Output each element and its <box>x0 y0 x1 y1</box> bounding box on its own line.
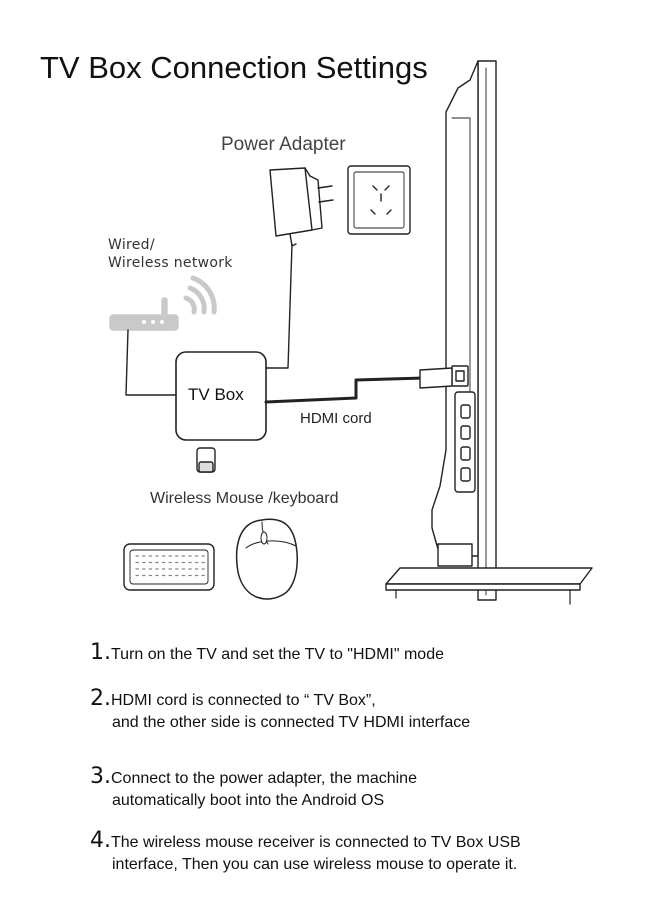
router-icon <box>109 297 179 331</box>
step-2: 2.HDMI cord is connected to “ TV Box”, a… <box>90 686 470 732</box>
step-text: Connect to the power adapter, the machin… <box>111 770 417 787</box>
step-4: 4.The wireless mouse receiver is connect… <box>90 828 521 874</box>
step-text-continuation: and the other side is connected TV HDMI … <box>112 714 471 731</box>
keyboard-icon <box>123 543 215 591</box>
hdmi-plug <box>419 367 453 389</box>
power-adapter-label: Power Adapter <box>221 134 346 155</box>
hdmi-cable <box>264 376 426 404</box>
step-number: 2. <box>90 686 111 711</box>
tv-box-icon <box>175 351 267 441</box>
step-text-continuation: interface, Then you can use wireless mou… <box>112 856 518 873</box>
wall-socket-icon <box>347 165 411 235</box>
network-label-line2: Wireless network <box>108 255 233 271</box>
hdmi-cord-label: HDMI cord <box>300 410 372 427</box>
network-label: Wired/ Wireless network <box>108 236 233 272</box>
cables <box>125 243 453 404</box>
step-3: 3.Connect to the power adapter, the mach… <box>90 764 417 810</box>
usb-receiver-icon <box>196 447 216 473</box>
step-number: 1. <box>90 640 111 665</box>
step-1: 1.Turn on the TV and set the TV to "HDMI… <box>90 640 444 665</box>
wireless-signal-icon <box>183 275 217 315</box>
power-cable <box>265 243 293 369</box>
network-label-line1: Wired/ <box>108 237 155 253</box>
step-text: HDMI cord is connected to “ TV Box”, <box>111 692 376 709</box>
step-text: Turn on the TV and set the TV to "HDMI" … <box>111 646 444 663</box>
mouse-keyboard-label: Wireless Mouse /keyboard <box>150 490 339 507</box>
tv-icon <box>385 60 593 605</box>
mouse-icon <box>235 518 298 600</box>
step-number: 4. <box>90 828 111 853</box>
page-title: TV Box Connection Settings <box>40 50 428 85</box>
tv-box-label: TV Box <box>188 385 244 404</box>
step-number: 3. <box>90 764 111 789</box>
network-cable <box>125 329 177 396</box>
step-text: The wireless mouse receiver is connected… <box>111 834 521 851</box>
power-adapter-icon <box>269 167 334 247</box>
step-text-continuation: automatically boot into the Android OS <box>112 792 385 809</box>
